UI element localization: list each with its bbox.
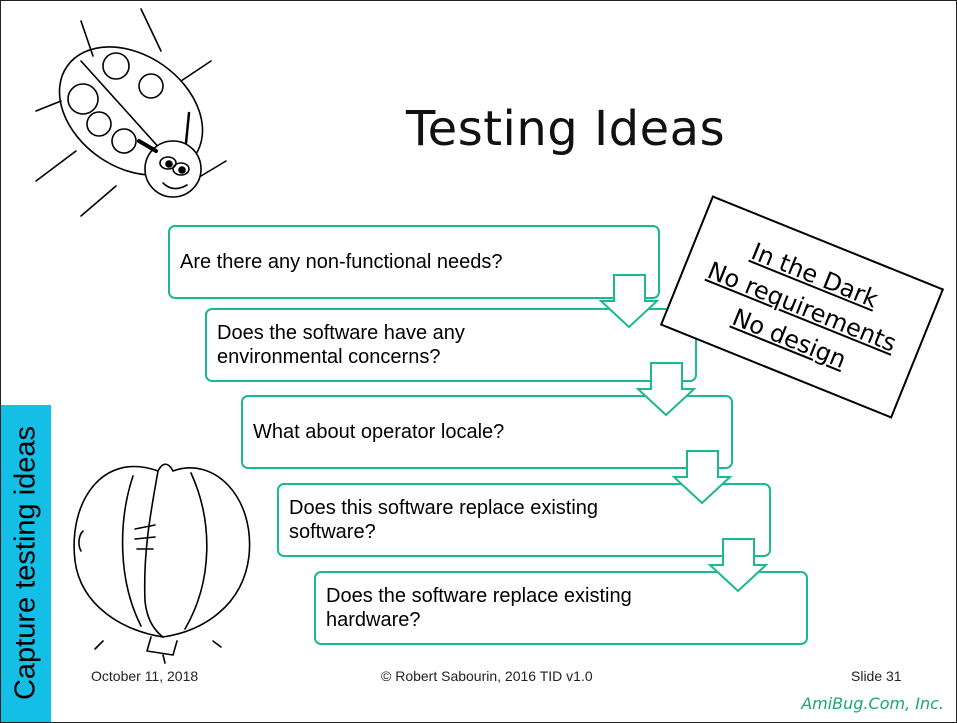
footer-copyright: © Robert Sabourin, 2016 TID v1.0 bbox=[381, 668, 593, 684]
step-text: Are there any non-functional needs? bbox=[180, 251, 503, 273]
down-arrow-icon bbox=[707, 538, 769, 593]
balloon-icon bbox=[73, 463, 251, 664]
footer-date: October 11, 2018 bbox=[91, 668, 199, 684]
ladybug-icon bbox=[35, 8, 227, 217]
down-arrow-icon bbox=[598, 274, 660, 329]
step-box-5: Does the software replace existing hardw… bbox=[314, 571, 808, 645]
footer-slide-number: Slide 31 bbox=[851, 668, 902, 684]
step-box-1: Are there any non-functional needs? bbox=[168, 225, 660, 299]
slide-title: Testing Ideas bbox=[406, 101, 726, 157]
step-box-2: Does the software have any environmental… bbox=[205, 308, 697, 382]
down-arrow-icon bbox=[635, 362, 697, 417]
step-box-4: Does this software replace existing soft… bbox=[277, 483, 771, 557]
brand-label: AmiBug.Com, Inc. bbox=[801, 694, 944, 713]
step-box-3: What about operator locale? bbox=[241, 395, 733, 469]
down-arrow-icon bbox=[671, 450, 733, 505]
step-text: What about operator locale? bbox=[253, 421, 505, 443]
step-text: Does the software replace existing hardw… bbox=[326, 585, 632, 631]
side-tab-label: Capture testing ideas bbox=[9, 425, 42, 701]
side-tab: Capture testing ideas bbox=[1, 405, 51, 722]
step-text: Does this software replace existing soft… bbox=[289, 497, 599, 543]
step-text: Does the software have any environmental… bbox=[217, 322, 465, 368]
